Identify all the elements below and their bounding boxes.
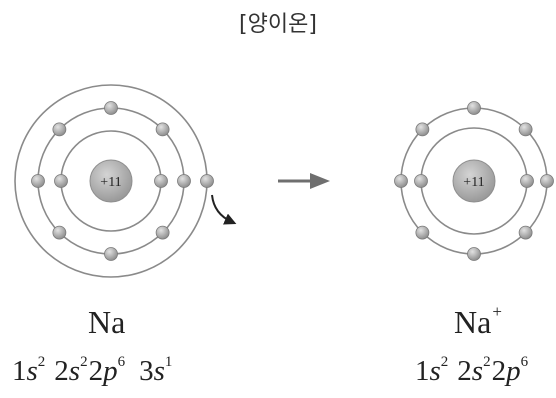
na-ion-electron-s1-1 [520, 174, 534, 188]
na-orbital-term: 3s1 [139, 354, 173, 387]
electron-loss-arrow [211, 194, 237, 225]
na-orbital-term: 1s2 [12, 354, 46, 387]
na-electron-s2-3 [104, 247, 118, 261]
na-electron-s1-1 [154, 174, 168, 188]
na-electron-s2-1 [177, 174, 191, 188]
na-electron-s3-1 [200, 174, 214, 188]
na-ion-electron-s2-4 [415, 225, 430, 240]
na-ion-orbital-term: 1s2 [415, 354, 449, 387]
sodium-atom-model: +11 [14, 84, 214, 278]
na-electron-s2-4 [52, 225, 67, 240]
na-ion-electron-s2-5 [394, 174, 408, 188]
na-ion-electron-s2-3 [467, 247, 481, 261]
na-ion-orbital-term: 2s2 [457, 354, 491, 387]
na-electron-s2-2 [155, 225, 170, 240]
na-ion-orbital-term: 2p6 [491, 354, 529, 387]
na-electron-s2-5 [31, 174, 45, 188]
na-ion-nucleus [452, 159, 496, 203]
sodium-ion-model: +11 [394, 101, 554, 261]
sodium-atom-symbol: Na [88, 304, 126, 340]
na-ion-electron-s2-7 [467, 101, 481, 115]
na-electron-s2-7 [104, 101, 118, 115]
na-ion-electron-s1-2 [414, 174, 428, 188]
na-orbital-term: 2p6 [88, 354, 126, 387]
na-ion-electron-s2-8 [518, 122, 533, 137]
na-ion-electron-s2-6 [415, 122, 430, 137]
ion-charge: + [492, 302, 502, 321]
na-nucleus [89, 159, 133, 203]
na-ion-nucleus-label: +11 [463, 175, 484, 190]
na-ion-electron-s2-1 [540, 174, 554, 188]
na-electron-s2-6 [52, 122, 67, 137]
na-electron-s1-2 [54, 174, 68, 188]
na-ion-electron-s2-2 [518, 225, 533, 240]
page-title: [양이온] [239, 12, 317, 37]
na-nucleus-label: +11 [100, 175, 121, 190]
ion-formation-diagram: +11 +11 [14, 84, 554, 278]
reaction-arrow [278, 173, 330, 189]
sodium-ion-symbol: Na+ [454, 302, 502, 340]
na-orbital-term: 2s2 [54, 354, 88, 387]
na-electron-s2-8 [155, 122, 170, 137]
